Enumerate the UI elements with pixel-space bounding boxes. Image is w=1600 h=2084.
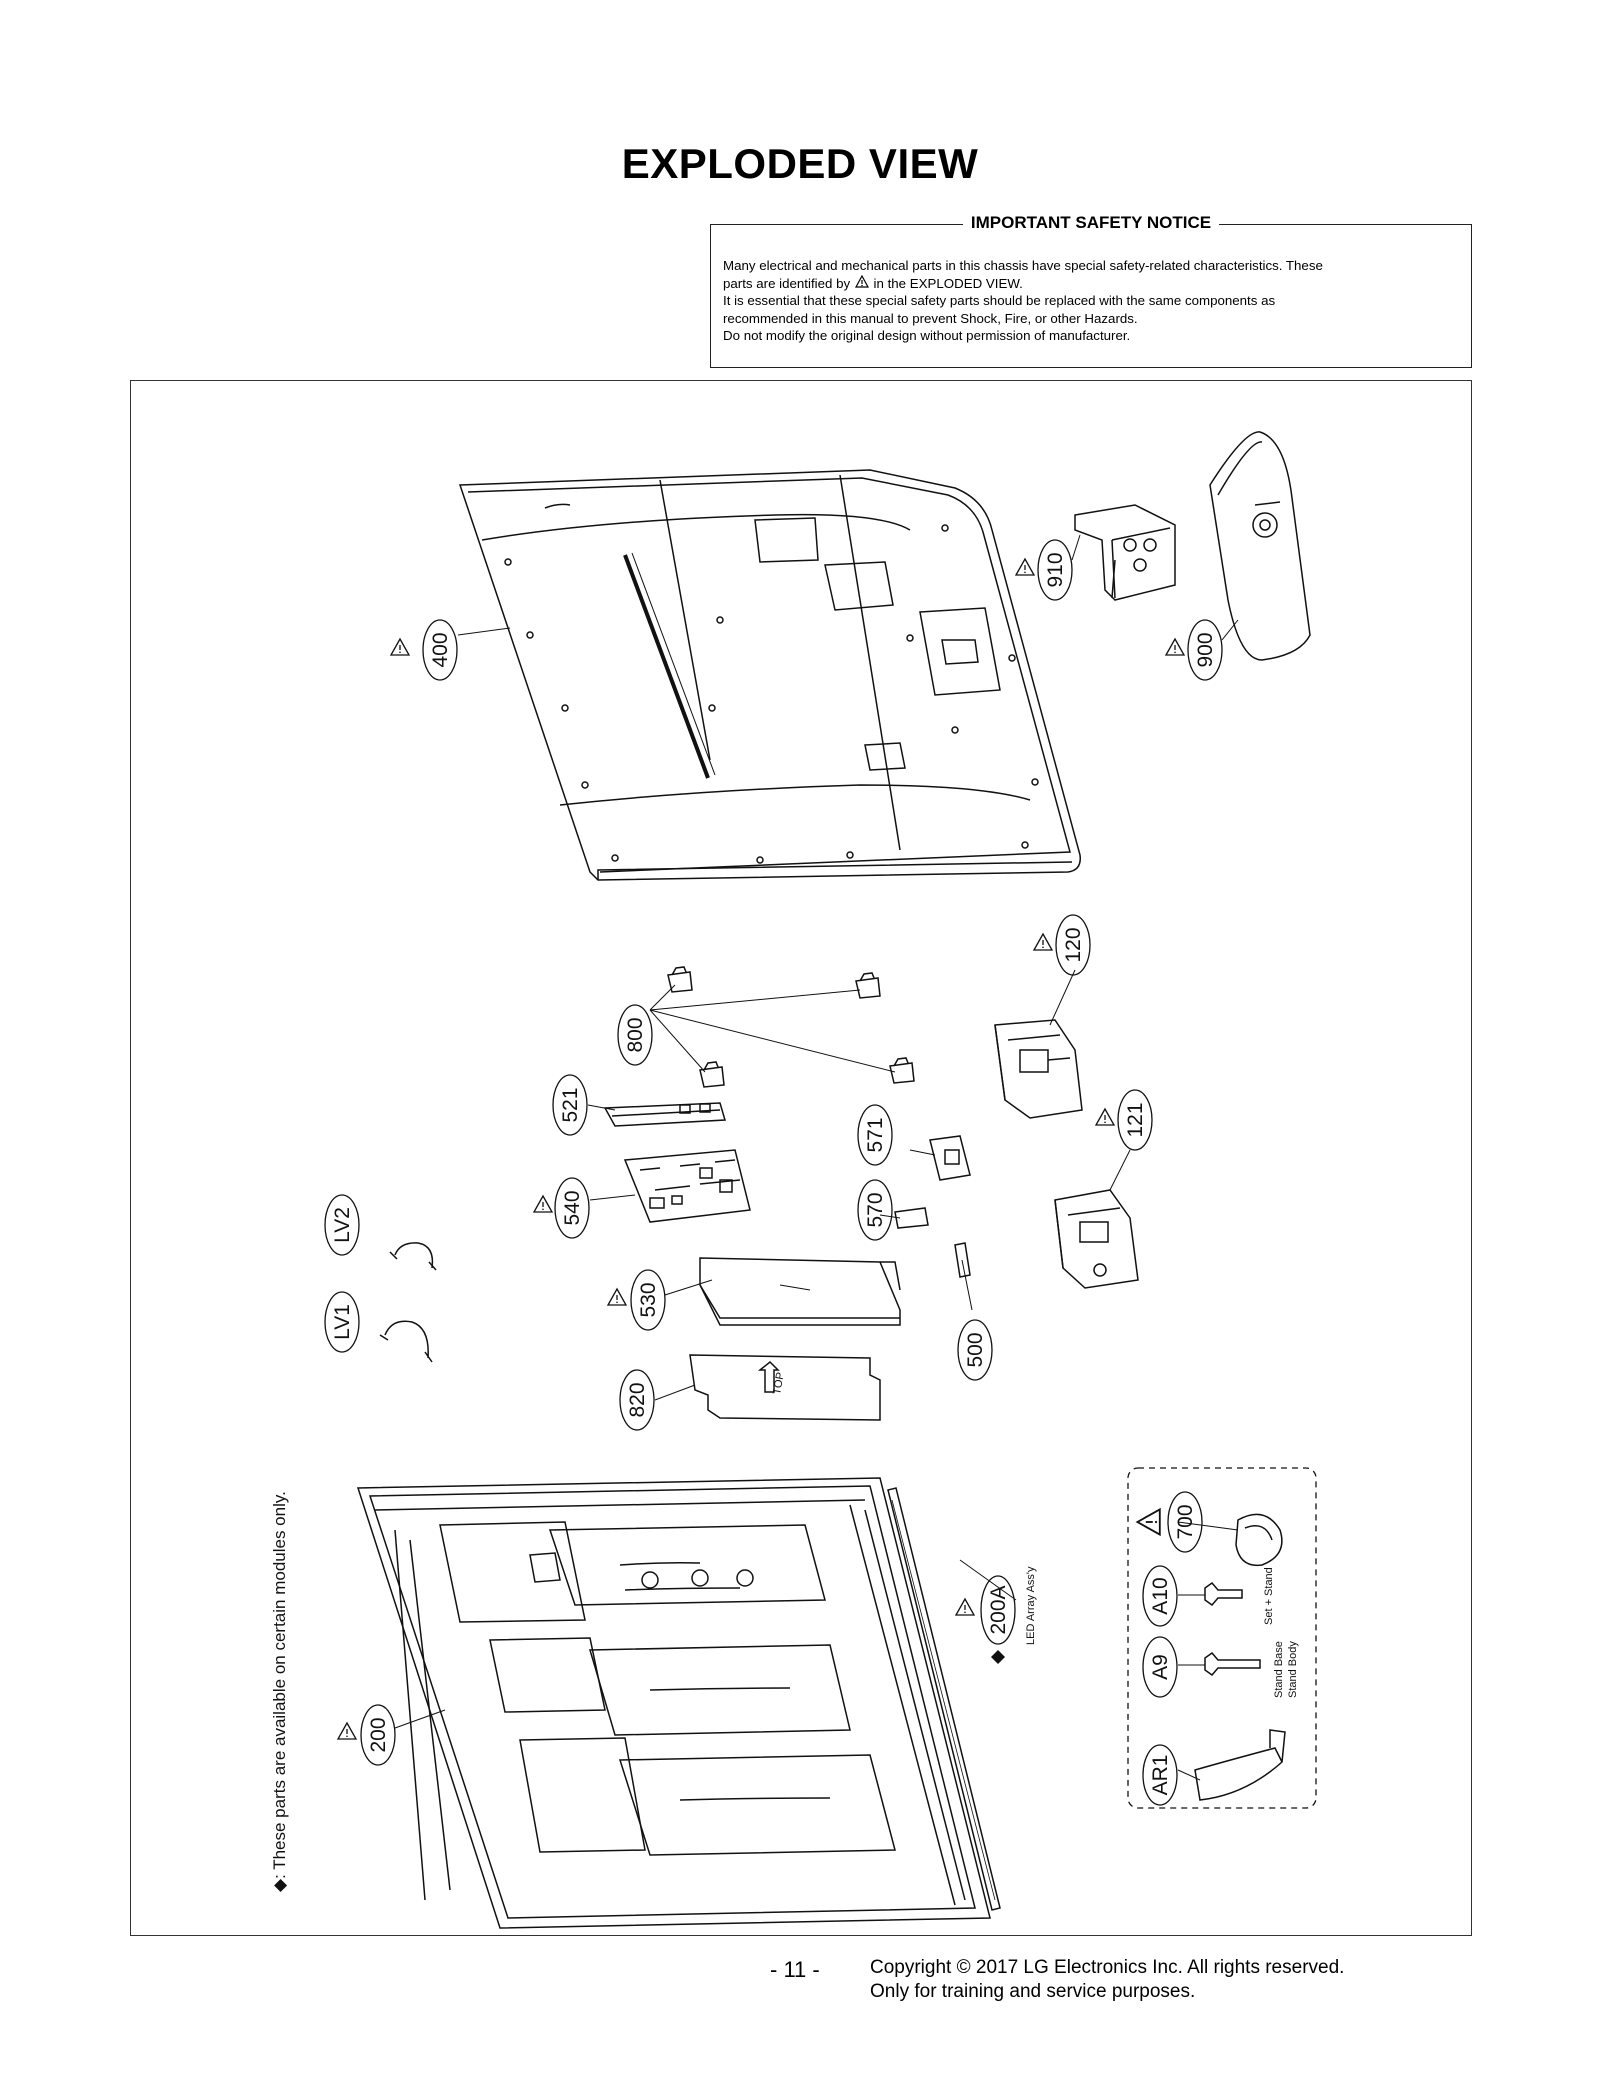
- notice-line-4: recommended in this manual to prevent Sh…: [723, 310, 1138, 326]
- part-label-200a: 200A: [987, 1585, 1010, 1634]
- part-label-a9: A9: [1149, 1654, 1172, 1680]
- mounting-brackets: [649, 966, 915, 1088]
- part-label-820: 820: [626, 1382, 649, 1417]
- copyright-notice: Copyright © 2017 LG Electronics Inc. All…: [870, 1956, 1344, 2004]
- part-label-521: 521: [559, 1087, 582, 1122]
- exploded-view-frame: [130, 380, 1472, 1936]
- stand-body: [1074, 504, 1176, 601]
- diamond-marker-icon: [991, 1650, 1005, 1664]
- part-label-121: 121: [1124, 1102, 1147, 1137]
- warning-triangle-icon: [1033, 933, 1053, 951]
- warning-triangle-icon: [1015, 558, 1035, 576]
- module-availability-note: ◆: These parts are available on certain …: [270, 1491, 289, 1892]
- part-label-571: 571: [864, 1117, 887, 1152]
- safety-markers: [337, 558, 1185, 1740]
- page-number: - 11 -: [770, 1957, 820, 1982]
- power-supply-121: [1054, 1149, 1139, 1289]
- stand-body-caption: Stand Body: [1287, 1641, 1299, 1698]
- plate-mark-text: TOP: [771, 1371, 787, 1395]
- part-label-200: 200: [367, 1717, 390, 1752]
- notice-line-3: It is essential that these special safet…: [723, 293, 1276, 308]
- warning-triangle-icon: [337, 1722, 357, 1740]
- accessories-box: [1127, 1467, 1317, 1809]
- safety-notice-box: IMPORTANT SAFETY NOTICE Many electrical …: [710, 213, 1472, 368]
- part-label-540: 540: [561, 1190, 584, 1225]
- notice-line-1: Many electrical and mechanical parts in …: [723, 258, 1323, 273]
- panel-frame: [356, 1477, 991, 1929]
- part-label-910: 910: [1044, 552, 1067, 587]
- notice-line-2: parts are identified by in the EXPLODED …: [723, 274, 1023, 293]
- part-label-530: 530: [637, 1282, 660, 1317]
- small-modules: [879, 1135, 973, 1311]
- warning-triangle-icon: [955, 1598, 975, 1616]
- lvds-cables: [379, 1242, 437, 1363]
- part-label-lv1: LV1: [331, 1304, 354, 1340]
- insulation-sheet-820: TOP: [689, 1354, 881, 1421]
- part-label-120: 120: [1062, 927, 1085, 962]
- board-bracket: [603, 1102, 726, 1127]
- safety-notice-heading: IMPORTANT SAFETY NOTICE: [711, 213, 1471, 233]
- warning-triangle-icon: [607, 1288, 627, 1306]
- led-array-caption: LED Array Ass'y: [1025, 1566, 1037, 1645]
- led-array: [887, 1487, 1001, 1911]
- warning-triangle-icon: [533, 1195, 553, 1213]
- usage-line: Only for training and service purposes.: [870, 1981, 1196, 2002]
- part-label-900: 900: [1194, 632, 1217, 667]
- copyright-line: Copyright © 2017 LG Electronics Inc. All…: [870, 1957, 1345, 1978]
- main-board: [623, 1149, 751, 1223]
- warning-triangle-icon: [854, 274, 870, 293]
- part-label-a10: A10: [1149, 1577, 1172, 1614]
- warning-triangle-icon: [1165, 638, 1185, 656]
- part-label-400: 400: [429, 632, 452, 667]
- part-label-800: 800: [624, 1017, 647, 1052]
- warning-triangle-icon: [1136, 1508, 1161, 1536]
- part-label-570: 570: [864, 1192, 887, 1227]
- notice-line-5: Do not modify the original design withou…: [723, 328, 1131, 343]
- warning-triangle-icon: [1095, 1108, 1115, 1126]
- module-530: [699, 1257, 901, 1326]
- stand-base: [1209, 431, 1311, 661]
- part-label-700: 700: [1174, 1504, 1197, 1539]
- stand-base-caption: Stand Base: [1273, 1641, 1285, 1698]
- set-stand-caption: Set + Stand: [1263, 1567, 1275, 1625]
- warning-triangle-icon: [390, 638, 410, 656]
- part-label-500: 500: [964, 1332, 987, 1367]
- back-cover: [458, 469, 1081, 881]
- page-title: EXPLODED VIEW: [621, 140, 979, 187]
- part-label-ar1: AR1: [1149, 1755, 1172, 1796]
- part-label-lv2: LV2: [331, 1207, 354, 1243]
- safety-notice-body: Many electrical and mechanical parts in …: [723, 257, 1459, 345]
- power-supply-120: [994, 969, 1083, 1119]
